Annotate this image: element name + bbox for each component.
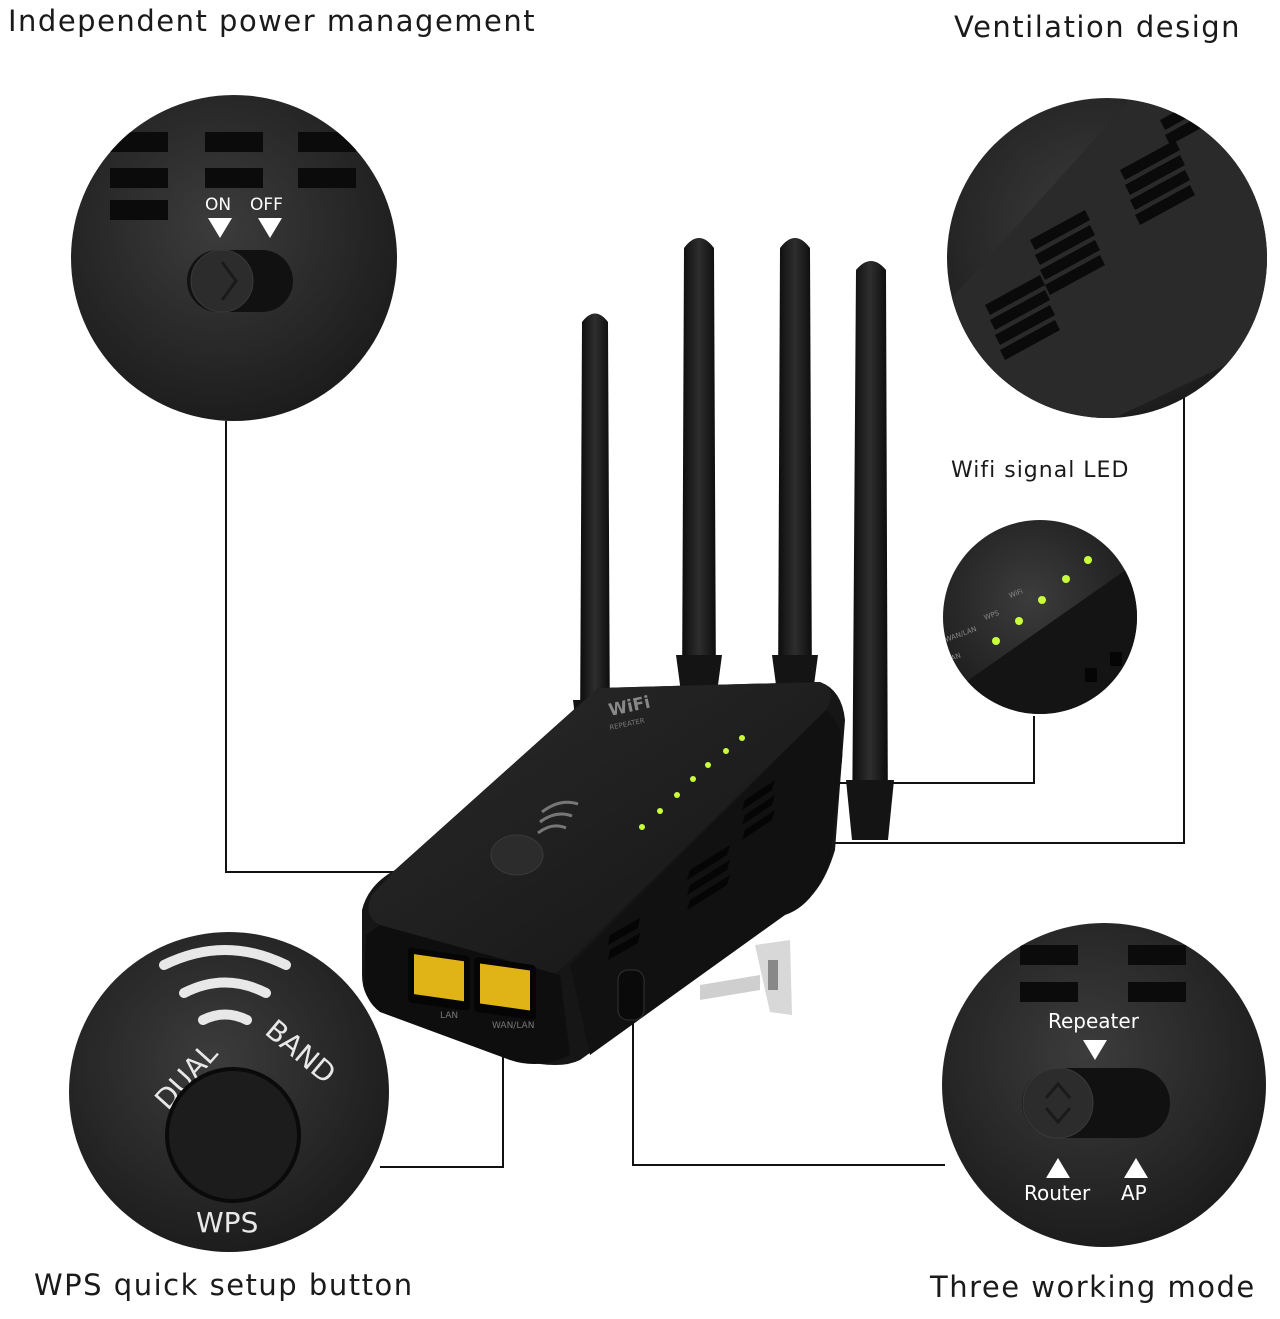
caption-working-mode: Three working mode <box>930 1270 1256 1304</box>
router-device: LAN WAN/LAN WiFi REPEATER <box>362 238 894 1065</box>
port-label-wan-lan: WAN/LAN <box>492 1021 534 1031</box>
detail-mode-switch: Repeater Router AP <box>942 923 1266 1247</box>
mode-router-label: Router <box>1024 1181 1091 1205</box>
port-label-lan: LAN <box>440 1011 458 1021</box>
device-wps-button <box>490 834 544 876</box>
mode-switch-knob <box>1022 1067 1094 1139</box>
power-switch-knob <box>190 249 254 313</box>
antenna-4 <box>846 261 894 840</box>
wps-label: WPS <box>196 1206 258 1239</box>
detail-wifi-leds: WiFi WPS WAN/LAN LAN <box>943 520 1137 714</box>
caption-ventilation: Ventilation design <box>954 10 1242 44</box>
caption-power-management: Independent power management <box>8 4 537 38</box>
ethernet-port-lan <box>408 947 470 1011</box>
device-leds <box>639 735 745 830</box>
antenna-1 <box>573 313 617 745</box>
antenna-2 <box>676 238 722 700</box>
antenna-3 <box>772 238 818 700</box>
detail-power-switch: ON OFF <box>71 95 397 421</box>
power-on-label: ON <box>205 195 231 215</box>
wps-round-button <box>165 1067 301 1203</box>
power-off-label: OFF <box>250 195 283 215</box>
caption-wps-button: WPS quick setup button <box>34 1268 414 1302</box>
ethernet-port-wan-lan <box>474 957 536 1020</box>
caption-wifi-led: Wifi signal LED <box>951 458 1130 483</box>
mode-repeater-label: Repeater <box>1048 1009 1140 1033</box>
detail-wps-button: DUAL BAND WPS <box>69 932 389 1252</box>
mode-ap-label: AP <box>1121 1181 1147 1205</box>
detail-ventilation <box>947 98 1267 418</box>
